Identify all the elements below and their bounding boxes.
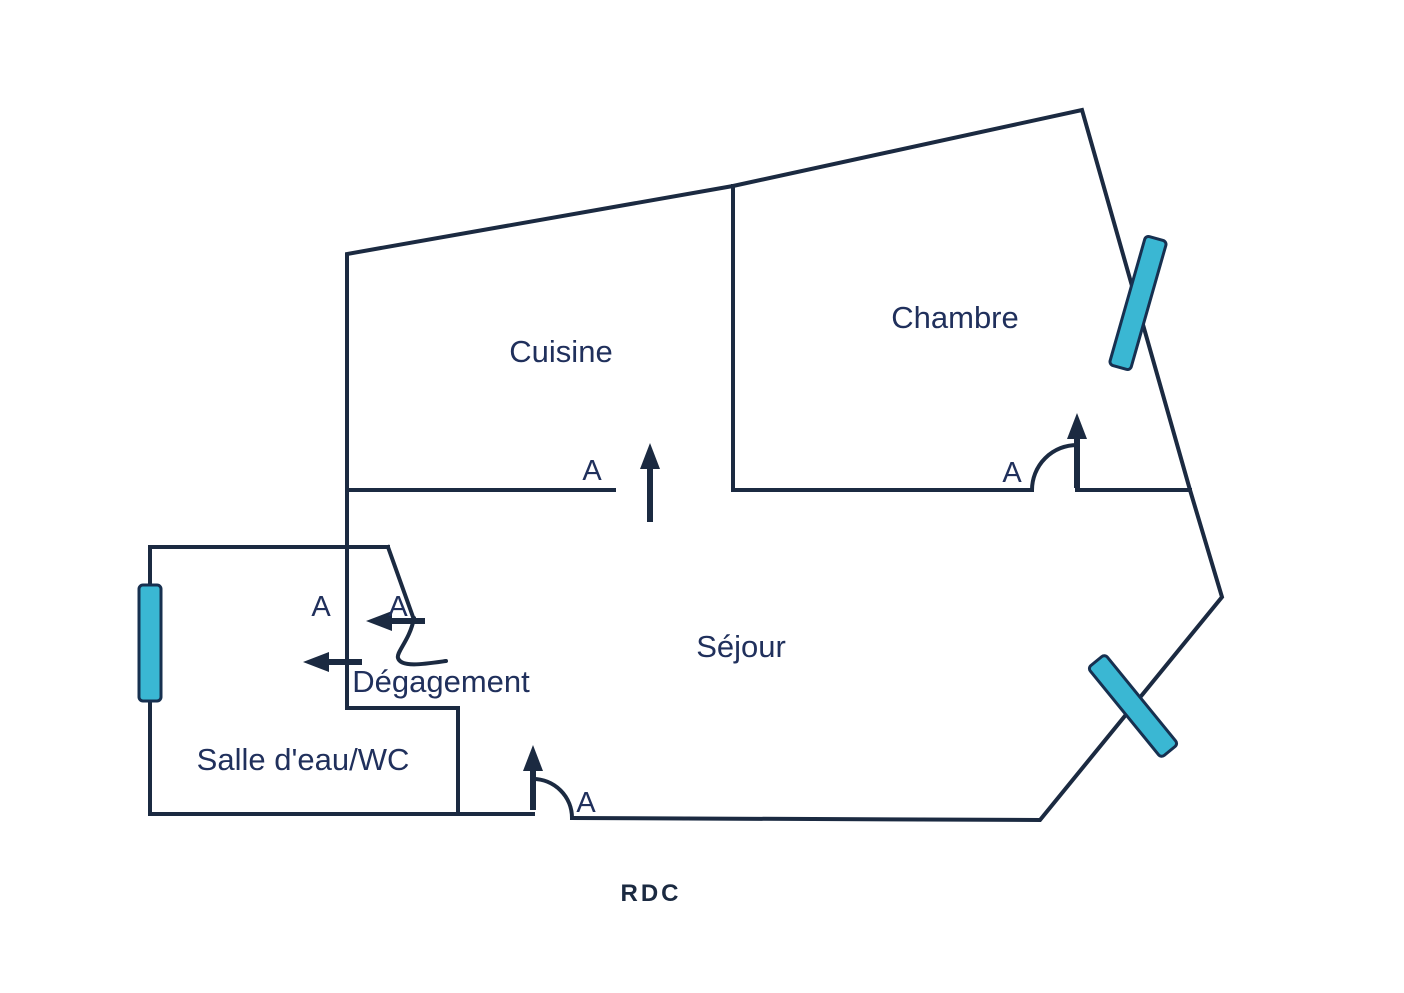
- degagement-door-swing: [395, 616, 448, 667]
- room-label-salle-eau: Salle d'eau/WC: [197, 742, 410, 777]
- cuisine-entry-arrow-icon: [640, 443, 660, 522]
- door-label-entry: A: [576, 787, 596, 819]
- room-label-degagement: Dégagement: [352, 664, 530, 699]
- window-chambre-icon: [1108, 234, 1168, 372]
- entry-door-swing-arc: [532, 777, 574, 819]
- doors: [303, 413, 1087, 819]
- chambre-door: [1030, 413, 1087, 491]
- wall-degagement: [345, 545, 460, 816]
- door-label-degagement-right: A: [388, 591, 408, 623]
- room-label-sejour: Séjour: [696, 629, 786, 664]
- floor-level-label: RDC: [621, 880, 682, 907]
- degagement-arrow-lower-icon: [303, 652, 362, 672]
- labels: Cuisine Chambre Séjour Dégagement Salle …: [197, 300, 1023, 907]
- door-label-chambre: A: [1002, 457, 1022, 489]
- wall-degagement-jamb: [385, 544, 416, 620]
- entry-door: [523, 745, 574, 819]
- room-label-chambre: Chambre: [891, 300, 1019, 335]
- door-label-degagement-left: A: [311, 591, 331, 623]
- exterior-wall-main: [345, 107, 1225, 823]
- chambre-door-swing-arc: [1030, 443, 1078, 491]
- degagement-arrow-upper-icon: [366, 611, 425, 631]
- room-label-cuisine: Cuisine: [509, 334, 612, 369]
- door-label-cuisine: A: [582, 455, 602, 487]
- walls: [148, 107, 1225, 823]
- window-sejour-icon: [1087, 654, 1179, 758]
- windows: [137, 234, 1179, 758]
- window-salle-eau-icon: [137, 583, 163, 703]
